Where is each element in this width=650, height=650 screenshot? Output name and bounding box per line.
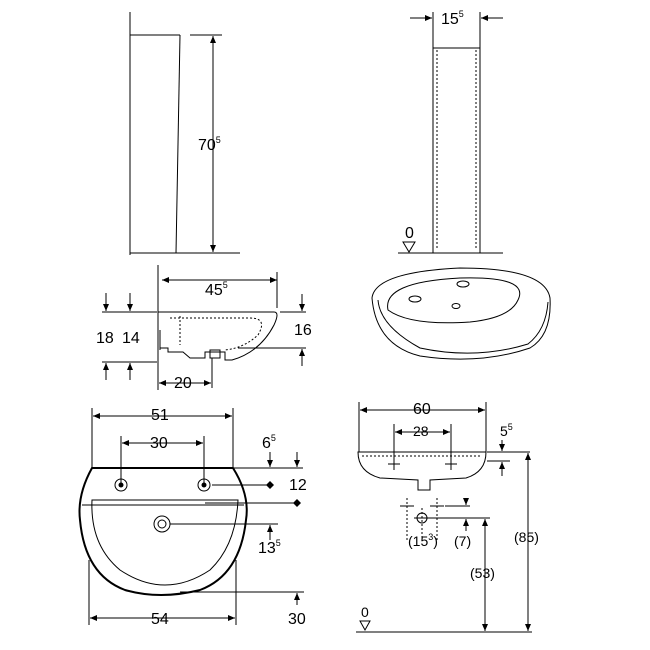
basin-side-section: 455 18 14 16 20 (96, 265, 312, 392)
front-15-label: (153) (408, 532, 438, 549)
front-5-label: 55 (500, 422, 513, 439)
side-height-14-label: 14 (122, 330, 140, 347)
side-offset-20-label: 20 (174, 375, 192, 392)
floor-level-top-label: 0 (405, 225, 414, 242)
front-85-label: (85) (514, 529, 539, 545)
top-width-51-label: 51 (151, 407, 169, 424)
side-depth-label: 455 (205, 280, 228, 299)
top-13-label: 135 (258, 538, 281, 557)
pedestal-height-label: 705 (198, 135, 221, 154)
basin-perspective (371, 267, 551, 360)
top-30-bottom-label: 30 (288, 611, 306, 628)
pedestal-side-view: 705 (129, 12, 240, 255)
front-width-60-label: 60 (413, 401, 431, 418)
floor-level-bottom-label: 0 (361, 604, 369, 620)
pedestal-width-label: 155 (441, 9, 464, 28)
top-holes-30-label: 30 (150, 435, 168, 452)
front-7-label: (7) (454, 533, 471, 549)
basin-top-view: 51 30 65 12 135 30 54 (78, 407, 307, 628)
top-12-label: 12 (289, 477, 307, 494)
side-height-18-label: 18 (96, 330, 114, 347)
pedestal-front-view: 155 0 (398, 9, 503, 254)
basin-front-elevation: 60 28 55 (153) (7) (53) (85) (356, 401, 539, 633)
front-53-label: (53) (470, 565, 495, 581)
front-holes-28-label: 28 (413, 423, 429, 439)
side-height-16-label: 16 (294, 322, 312, 339)
top-width-54-label: 54 (151, 611, 169, 628)
top-offset-6-label: 65 (262, 433, 276, 452)
